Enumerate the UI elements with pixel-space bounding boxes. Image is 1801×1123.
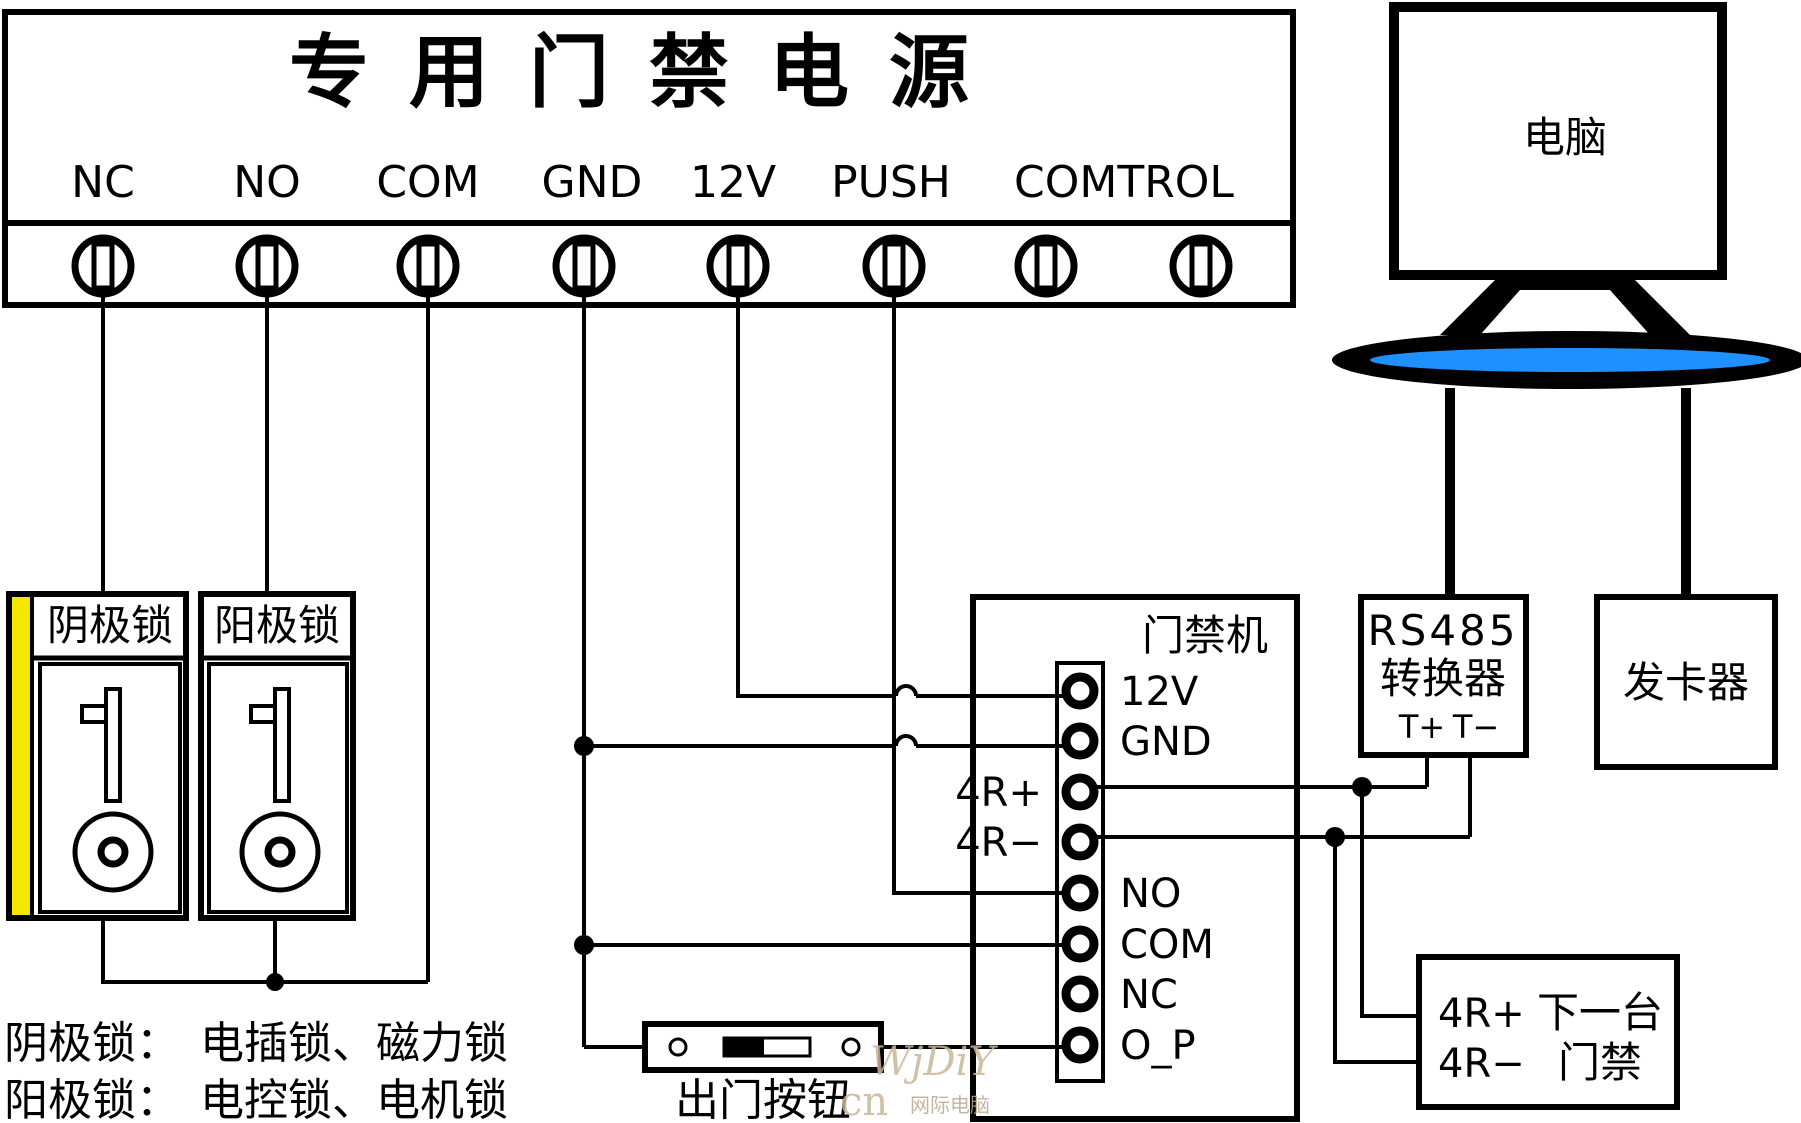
pin-label-nc: NC	[1120, 972, 1178, 1018]
pin-label-com: COM	[1120, 922, 1214, 968]
exit-button-label: 出门按钮	[675, 1075, 851, 1123]
terminal-label-push: PUSH	[831, 157, 951, 208]
screw-icon	[1169, 234, 1233, 298]
key-icon	[239, 687, 321, 893]
watermark: WjDiY cn 网际电脑	[840, 1039, 998, 1123]
controller-title: 门禁机	[1142, 611, 1268, 660]
rs485-tplus: T+	[1398, 708, 1445, 746]
negative-lock-label: 阴极锁	[47, 601, 173, 650]
lock-stripe	[12, 597, 30, 915]
legend: 阴极锁： 电插锁、磁力锁 阳极锁： 电控锁、电机锁	[4, 1018, 508, 1123]
rs485-tminus: T−	[1452, 708, 1499, 746]
negative-lock: 阴极锁	[6, 591, 189, 921]
terminal-screws	[71, 234, 1233, 298]
exit-button: 出门按钮	[642, 1021, 884, 1123]
power-supply-box: 专用门禁电源 NC NO COM GND 12V PUSH COMTROL	[2, 9, 1296, 308]
access-controller: 门禁机 12V GND 4R+ 4R− NO COM NC O_P	[955, 594, 1300, 1122]
legend-value-1: 电插锁、磁力锁	[200, 1018, 508, 1069]
next-4r-minus: 4R−	[1438, 1041, 1525, 1087]
watermark-brand: WjDiY	[870, 1039, 998, 1085]
rs485-converter: RS485 转换器 T+ T−	[1358, 594, 1529, 758]
screw-icon	[235, 234, 299, 298]
wires	[101, 295, 1691, 1064]
terminal-label-no: NO	[233, 157, 301, 208]
positive-lock-label: 阳极锁	[214, 601, 340, 650]
next-access-unit: 4R+ 4R− 下一台 门禁	[1416, 954, 1680, 1110]
screw-icon	[552, 234, 616, 298]
legend-value-2: 电控锁、电机锁	[200, 1075, 508, 1123]
card-issuer-label: 发卡器	[1623, 658, 1749, 707]
terminal-label-nc: NC	[71, 157, 135, 208]
screw-icon	[862, 234, 926, 298]
computer: 电脑	[1332, 2, 1801, 389]
computer-label: 电脑	[1523, 113, 1607, 162]
screw-icon	[71, 234, 135, 298]
watermark-domain: cn	[840, 1079, 888, 1123]
key-icon	[72, 687, 154, 893]
screw-icon	[706, 234, 770, 298]
card-issuer: 发卡器	[1594, 594, 1778, 770]
legend-key-1: 阴极锁：	[4, 1018, 180, 1069]
pin-label-4r-plus: 4R+	[955, 770, 1042, 816]
next-4r-plus: 4R+	[1438, 991, 1525, 1037]
next-unit-text2: 门禁	[1558, 1038, 1642, 1087]
terminal-label-com: COM	[376, 157, 479, 208]
rs485-model: RS485	[1367, 606, 1518, 655]
pin-label-12v: 12V	[1120, 669, 1199, 715]
rs485-name: 转换器	[1380, 654, 1506, 703]
terminal-label-12v: 12V	[690, 157, 776, 208]
positive-lock: 阳极锁	[198, 591, 356, 921]
pin-label-no: NO	[1120, 871, 1181, 917]
pin-label-4r-minus: 4R−	[955, 820, 1042, 866]
power-supply-title: 专用门禁电源	[289, 26, 1009, 119]
pin-label-gnd: GND	[1120, 719, 1212, 765]
terminal-label-gnd: GND	[542, 157, 643, 208]
next-unit-text1: 下一台	[1537, 988, 1663, 1037]
screw-icon	[1014, 234, 1078, 298]
terminal-label-comtrol: COMTROL	[1014, 157, 1234, 208]
screw-icon	[396, 234, 460, 298]
legend-key-2: 阳极锁：	[4, 1075, 180, 1123]
pin-label-op: O_P	[1120, 1023, 1196, 1069]
watermark-name: 网际电脑	[910, 1093, 990, 1117]
